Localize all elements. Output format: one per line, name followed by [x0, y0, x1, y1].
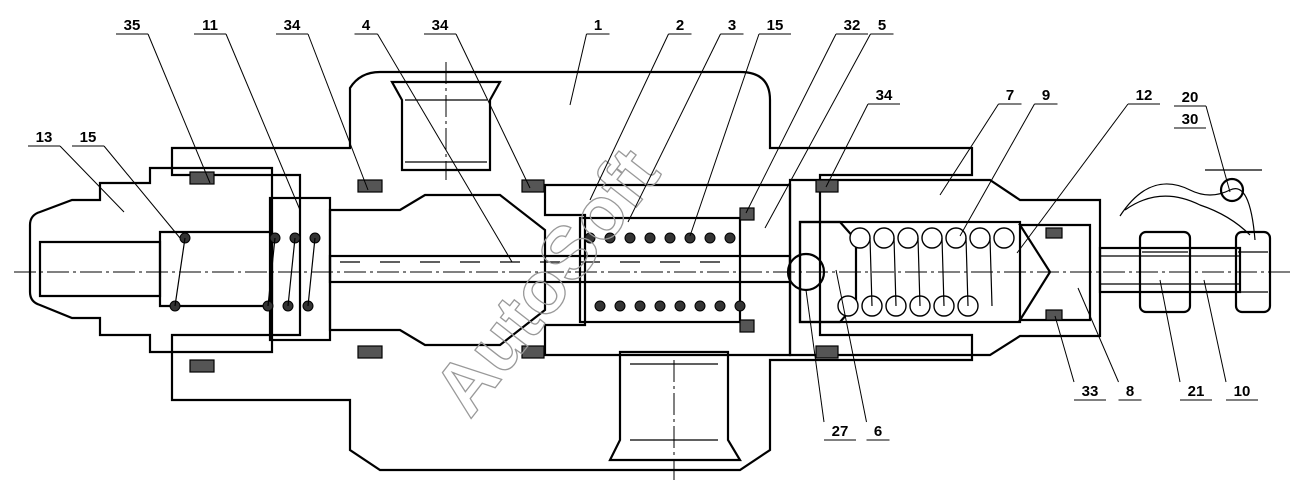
callout-30: 30 [1174, 111, 1206, 129]
callout-15: 15 [72, 129, 181, 239]
callout-15: 15 [689, 17, 791, 237]
callout-leader [805, 289, 825, 423]
o-rings [189, 171, 1063, 373]
callout-label: 15 [80, 129, 97, 146]
callout-6: 6 [835, 269, 890, 441]
callout-7: 7 [939, 87, 1022, 196]
callout-leader [959, 103, 1035, 237]
callout-leader [455, 33, 531, 189]
callout-leader [627, 33, 721, 223]
callout-3: 3 [627, 17, 744, 223]
callout-leader [825, 103, 869, 188]
callout-leader [689, 33, 760, 237]
callout-label: 33 [1082, 383, 1099, 400]
spring-housing [788, 178, 1102, 357]
callout-label: 6 [874, 423, 882, 440]
callout-leader [147, 33, 211, 184]
callout-label: 8 [1126, 383, 1134, 400]
callout-leader [1077, 287, 1119, 383]
callout-10: 10 [1203, 279, 1258, 401]
inlet-fitting [28, 166, 332, 354]
callout-34: 34 [825, 87, 900, 188]
callout-leader [1159, 279, 1181, 383]
callout-12: 12 [1016, 87, 1160, 254]
main-spring-9 [837, 227, 1015, 317]
seal-20 [1219, 177, 1245, 203]
callout-label: 32 [844, 17, 861, 34]
callout-label: 13 [36, 129, 53, 146]
callout-label: 7 [1006, 87, 1014, 104]
callout-label: 12 [1136, 87, 1153, 104]
spool-spring-3 [584, 232, 746, 312]
callout-34: 34 [276, 17, 369, 191]
callout-33: 33 [1054, 315, 1106, 401]
callout-label: 15 [767, 17, 784, 34]
callout-leader [745, 33, 837, 214]
callout-leader [939, 103, 999, 196]
callout-9: 9 [959, 87, 1058, 237]
callout-label: 34 [876, 87, 893, 104]
small-spring-15 [169, 232, 321, 312]
callout-4: 4 [354, 17, 513, 263]
callout-5: 5 [764, 17, 894, 229]
callout-leader [1203, 279, 1227, 383]
callout-21: 21 [1159, 279, 1212, 401]
callout-label: 21 [1188, 383, 1205, 400]
callout-34: 34 [424, 17, 531, 189]
callout-2: 2 [589, 17, 692, 201]
callout-label: 9 [1042, 87, 1050, 104]
callout-leader [589, 33, 669, 201]
lower-port [608, 350, 742, 462]
callout-label: 10 [1234, 383, 1251, 400]
callout-label: 27 [832, 423, 849, 440]
callout-leader [764, 33, 871, 229]
callout-leader [1054, 315, 1075, 383]
callout-20: 20 [1174, 89, 1231, 193]
callout-label: 5 [878, 17, 886, 34]
callout-label: 4 [362, 17, 371, 34]
upper-port [390, 80, 502, 172]
callout-11: 11 [194, 17, 301, 211]
callout-leader [225, 33, 301, 211]
callout-13: 13 [28, 129, 125, 213]
callout-leader [1205, 105, 1231, 193]
callout-leader [307, 33, 369, 191]
callout-label: 35 [124, 17, 141, 34]
seal-wire [1119, 169, 1262, 241]
callout-8: 8 [1077, 287, 1142, 401]
callout-35: 35 [116, 17, 211, 184]
callout-leader [569, 33, 587, 106]
callout-1: 1 [569, 17, 610, 106]
callout-leader [103, 145, 181, 239]
callout-label: 34 [432, 17, 449, 34]
centre-lines [14, 62, 1292, 480]
callout-32: 32 [745, 17, 868, 214]
callout-leader [1016, 103, 1129, 254]
callout-label: 3 [728, 17, 736, 34]
callout-label: 34 [284, 17, 301, 34]
callout-label: 1 [594, 17, 602, 34]
callout-label: 30 [1182, 111, 1199, 128]
callout-27: 27 [805, 289, 856, 441]
callout-leader [377, 33, 513, 263]
callout-label: 2 [676, 17, 684, 34]
callout-leader [835, 269, 867, 423]
callout-label: 20 [1182, 89, 1199, 106]
callout-label: 11 [202, 17, 218, 34]
callout-leader [59, 145, 125, 213]
